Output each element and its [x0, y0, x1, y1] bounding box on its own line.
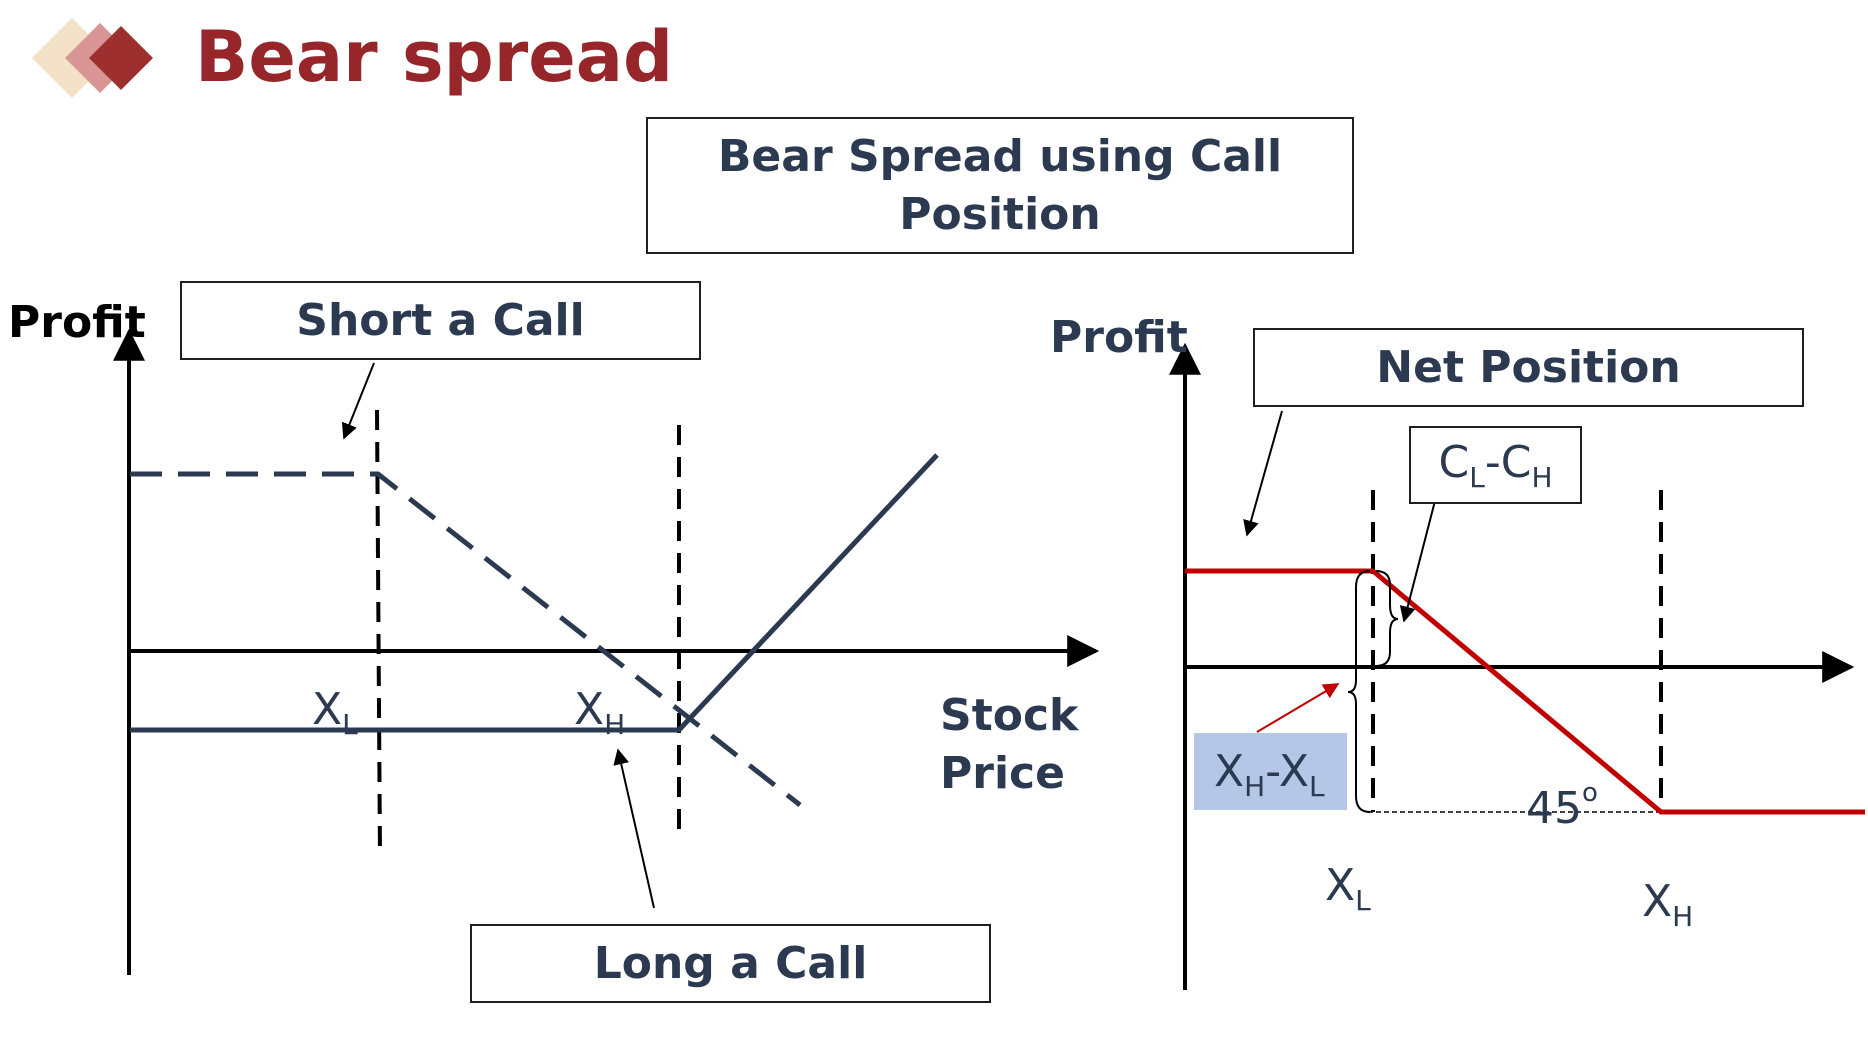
net-position-box: Net Position — [1253, 328, 1804, 407]
net-position-text: Net Position — [1376, 342, 1681, 393]
xh-xl-highlight — [1194, 733, 1347, 810]
left-xl-label: XL — [312, 684, 358, 741]
left-xh-label: XH — [574, 684, 626, 741]
net-position-payoff — [1185, 568, 1865, 815]
net-position-pointer — [1243, 410, 1283, 537]
xh-xl-pointer — [1256, 683, 1340, 733]
cl-ch-pointer — [1399, 496, 1437, 623]
right-profit-label: Profit — [1050, 312, 1188, 363]
cl-ch-box: CL-CH — [1409, 426, 1582, 504]
stock-price-label: Stock Price — [940, 690, 1079, 799]
cl-ch-brace — [1375, 570, 1399, 667]
left-xl-dashed — [375, 409, 382, 858]
xh-xl-label: XH-XL — [1214, 746, 1325, 803]
short-call-box: Short a Call — [180, 281, 701, 360]
slide-title: Bear spread — [195, 16, 674, 98]
right-xh-label: XH — [1642, 876, 1694, 933]
main-title-text: Bear Spread using Call Position — [717, 130, 1283, 240]
short-call-payoff — [130, 471, 802, 807]
angle-label: 45o — [1526, 778, 1598, 834]
long-call-text: Long a Call — [593, 938, 868, 989]
logo-diamonds — [32, 18, 153, 98]
cl-ch-text: CL-CH — [1438, 436, 1553, 494]
long-call-payoff — [130, 453, 939, 733]
long-call-box: Long a Call — [470, 924, 991, 1003]
left-profit-label: Profit — [8, 297, 146, 348]
xh-xl-brace — [1347, 570, 1371, 813]
short-call-pointer — [341, 362, 375, 440]
right-xl-label: XL — [1325, 860, 1371, 917]
main-title-box: Bear Spread using Call Position — [646, 117, 1354, 254]
long-call-pointer — [613, 748, 655, 909]
short-call-text: Short a Call — [296, 295, 585, 346]
